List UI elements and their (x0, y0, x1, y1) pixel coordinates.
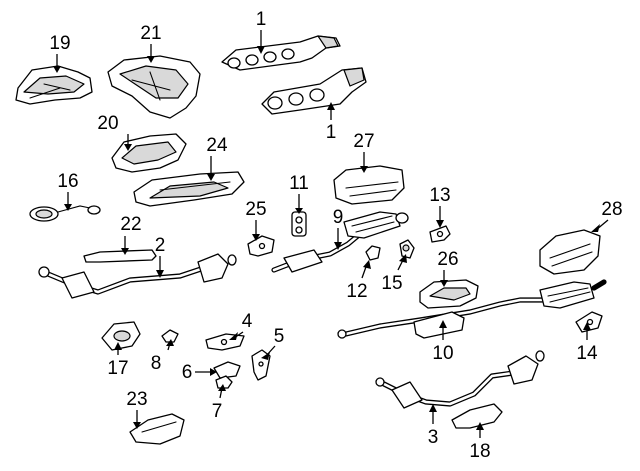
part-2-front-pipe-converter[interactable] (38, 253, 237, 299)
callout-9: 9 (333, 207, 344, 228)
part-1-exhaust-manifold-upper[interactable] (221, 35, 341, 71)
callout-13: 13 (429, 185, 450, 206)
part-19-heat-shield[interactable] (15, 65, 93, 105)
callout-labels: 1 1 2 3 4 5 6 7 8 9 10 11 12 13 14 15 16… (49, 9, 622, 462)
part-27-heat-shield[interactable] (333, 165, 405, 205)
callout-27: 27 (353, 131, 374, 152)
part-15-isolator[interactable] (399, 239, 415, 259)
part-10-rear-muffler-pipe[interactable] (337, 279, 607, 339)
callout-10: 10 (432, 343, 453, 364)
part-18-heat-shield[interactable] (451, 403, 503, 429)
callout-26: 26 (437, 249, 458, 270)
callout-20: 20 (97, 113, 118, 134)
callout-3: 3 (428, 427, 439, 448)
callout-14: 14 (576, 343, 598, 364)
callout-6: 6 (182, 362, 193, 383)
callout-1-upper: 1 (256, 9, 267, 30)
part-1-exhaust-manifold-lower[interactable] (261, 67, 367, 115)
callout-2: 2 (155, 235, 166, 256)
callout-16: 16 (57, 171, 78, 192)
callout-12: 12 (346, 281, 367, 302)
part-25-bracket[interactable] (247, 235, 275, 257)
part-12-clamp[interactable] (365, 245, 381, 261)
callout-21: 21 (140, 23, 161, 44)
part-28-heat-shield[interactable] (539, 229, 601, 275)
part-8-clamp[interactable] (161, 329, 179, 343)
part-16-oxygen-sensor[interactable] (29, 205, 101, 222)
part-9-center-muffler[interactable] (271, 211, 409, 273)
part-3-front-pipe-converter[interactable] (375, 350, 545, 409)
part-26-heat-shield[interactable] (419, 279, 479, 309)
callout-7: 7 (212, 401, 223, 422)
part-22-bracket[interactable] (83, 249, 157, 263)
callout-28: 28 (601, 199, 622, 220)
part-6-gasket[interactable] (213, 361, 241, 379)
callout-15: 15 (381, 273, 402, 294)
part-21-heat-shield[interactable] (107, 55, 201, 119)
part-23-heat-shield[interactable] (129, 413, 185, 445)
callout-22: 22 (120, 214, 141, 235)
callout-25: 25 (245, 199, 266, 220)
part-13-bracket[interactable] (429, 225, 451, 243)
callout-11: 11 (289, 173, 309, 194)
part-4-bracket[interactable] (205, 333, 245, 351)
callout-24: 24 (206, 135, 228, 156)
callout-19: 19 (49, 33, 70, 54)
part-24-heat-shield-tunnel[interactable] (133, 171, 245, 207)
callout-17: 17 (107, 358, 128, 379)
callout-18: 18 (469, 441, 490, 462)
leader-lines (53, 30, 609, 438)
callout-1-lower: 1 (326, 122, 337, 143)
part-7-clamp[interactable] (215, 375, 233, 389)
part-14-bracket[interactable] (575, 311, 603, 333)
part-11-hanger[interactable] (291, 211, 307, 237)
callout-8: 8 (151, 353, 162, 374)
part-20-heat-shield[interactable] (111, 133, 187, 173)
callout-23: 23 (126, 389, 147, 410)
part-17-heat-shield[interactable] (101, 321, 141, 351)
callout-4: 4 (242, 311, 253, 332)
callout-5: 5 (274, 326, 285, 347)
